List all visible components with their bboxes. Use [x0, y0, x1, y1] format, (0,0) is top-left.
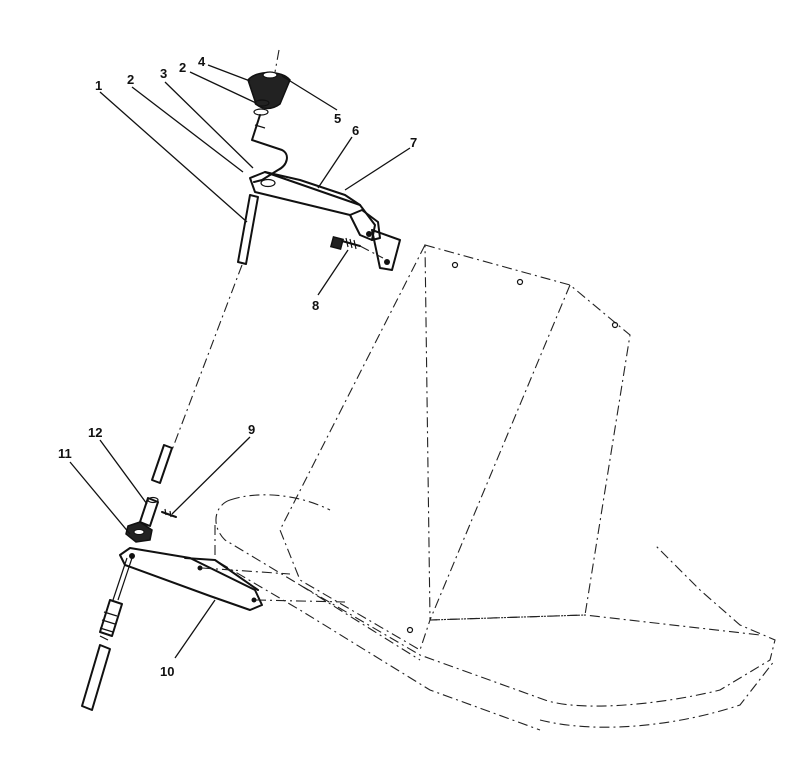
callout-11: 11 — [58, 446, 72, 461]
callout-6: 6 — [352, 123, 359, 138]
tube-lower — [151, 444, 173, 484]
callout-4: 4 — [198, 54, 206, 69]
discharge-chute — [279, 244, 761, 651]
upper-bracket — [249, 171, 401, 271]
coupler — [139, 496, 159, 527]
rod-centerline — [171, 264, 243, 451]
callout-1: 1 — [95, 78, 102, 93]
leader-lines — [69, 64, 411, 659]
callout-7: 7 — [410, 135, 417, 150]
callout-5: 5 — [334, 111, 341, 126]
callout-3: 3 — [160, 66, 167, 81]
lower-bracket — [119, 547, 346, 611]
callout-8: 8 — [312, 298, 319, 313]
shift-rod — [251, 114, 288, 183]
callout-2a: 2 — [127, 72, 134, 87]
knob — [247, 49, 291, 110]
callout-2b: 2 — [179, 60, 186, 75]
bolt — [329, 235, 384, 259]
callout-9: 9 — [248, 422, 255, 437]
roll-pin — [161, 508, 177, 518]
tube-upper — [237, 194, 259, 265]
callouts: 1 2 2 3 4 5 6 7 8 9 10 11 12 — [58, 54, 417, 679]
callout-12: 12 — [88, 425, 102, 440]
callout-10: 10 — [160, 664, 174, 679]
deck-outline — [214, 494, 776, 731]
control-cable — [81, 557, 133, 711]
nut — [125, 521, 153, 543]
